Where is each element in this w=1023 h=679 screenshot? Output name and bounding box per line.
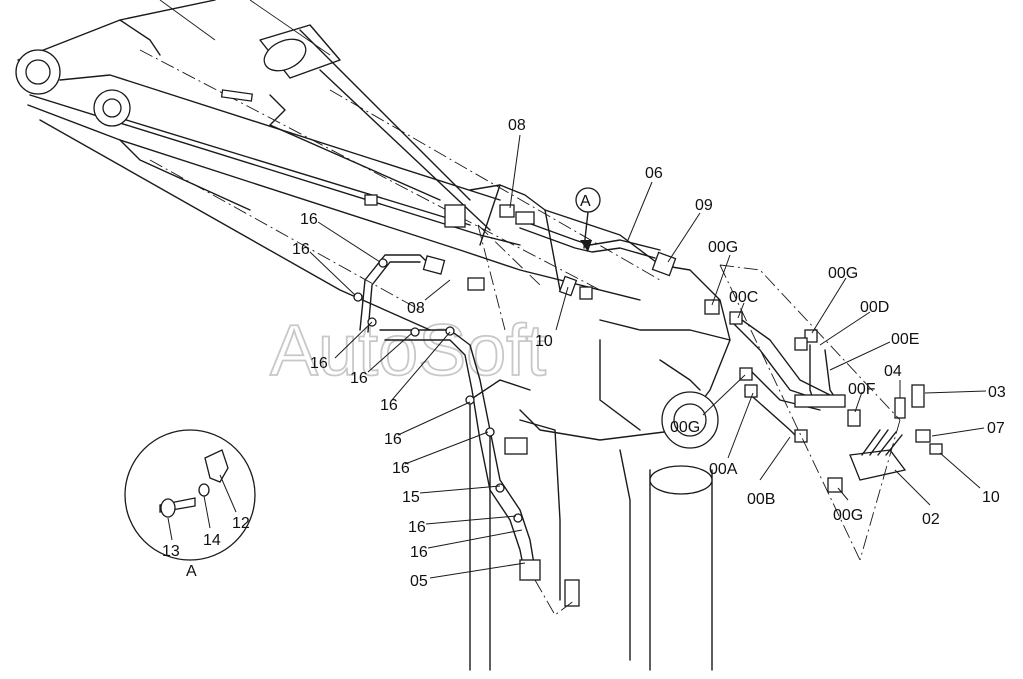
- label-00B: 00B: [747, 491, 775, 508]
- hose-assembly-left: [353, 254, 580, 607]
- arm-cylinder: [469, 379, 713, 671]
- label-16-c: 16: [310, 355, 328, 372]
- label-02: 02: [922, 511, 940, 528]
- label-00G-c: 00G: [833, 507, 863, 524]
- detail-view-a: [124, 429, 256, 561]
- boom-cylinder: [220, 24, 491, 231]
- label-00G-a: 00G: [708, 239, 738, 256]
- boom-pin-boss: [15, 49, 131, 127]
- label-00C: 00C: [729, 289, 758, 306]
- label-00D: 00D: [860, 299, 889, 316]
- label-00A: 00A: [709, 461, 738, 478]
- label-14: 14: [203, 532, 221, 549]
- label-16-i: 16: [410, 544, 428, 561]
- boom-arm: [17, 0, 661, 331]
- label-06: 06: [645, 165, 663, 182]
- label-04: 04: [884, 363, 902, 380]
- label-16-h: 16: [408, 519, 426, 536]
- pipe-06-assembly: [364, 194, 677, 300]
- part-labels: 08 06 09 00G 00C 00G 00D 00E 04 03 00F 0…: [162, 117, 1006, 590]
- label-05: 05: [410, 573, 428, 590]
- label-08-mid: 08: [407, 300, 425, 317]
- label-07: 07: [987, 420, 1005, 437]
- label-16-f: 16: [384, 431, 402, 448]
- label-16-b: 16: [292, 241, 310, 258]
- label-16-g: 16: [392, 460, 410, 477]
- detail-marker-a: A: [575, 187, 601, 252]
- boom-bracket: [469, 184, 731, 449]
- pipe-bundle-right: [704, 299, 861, 493]
- label-00E: 00E: [891, 331, 919, 348]
- label-03: 03: [988, 384, 1006, 401]
- label-00F: 00F: [848, 381, 876, 398]
- label-15: 15: [402, 489, 420, 506]
- detail-marker-letter: A: [580, 193, 591, 210]
- leader-lines: [309, 134, 987, 579]
- label-13: 13: [162, 543, 180, 560]
- detail-leaders: [167, 474, 237, 541]
- label-10-right: 10: [982, 489, 1000, 506]
- label-16-e: 16: [380, 397, 398, 414]
- watermark-text: AutoSoft: [270, 311, 546, 391]
- label-10-mid: 10: [535, 333, 553, 350]
- label-00G-d: 00G: [670, 419, 700, 436]
- connector-block-02: [849, 384, 943, 481]
- detail-caption: A: [186, 563, 197, 580]
- group-leaders: [477, 224, 901, 616]
- label-09: 09: [695, 197, 713, 214]
- label-12: 12: [232, 515, 250, 532]
- label-08-top: 08: [508, 117, 526, 134]
- label-00G-b: 00G: [828, 265, 858, 282]
- label-16-d: 16: [350, 370, 368, 387]
- label-16-a: 16: [300, 211, 318, 228]
